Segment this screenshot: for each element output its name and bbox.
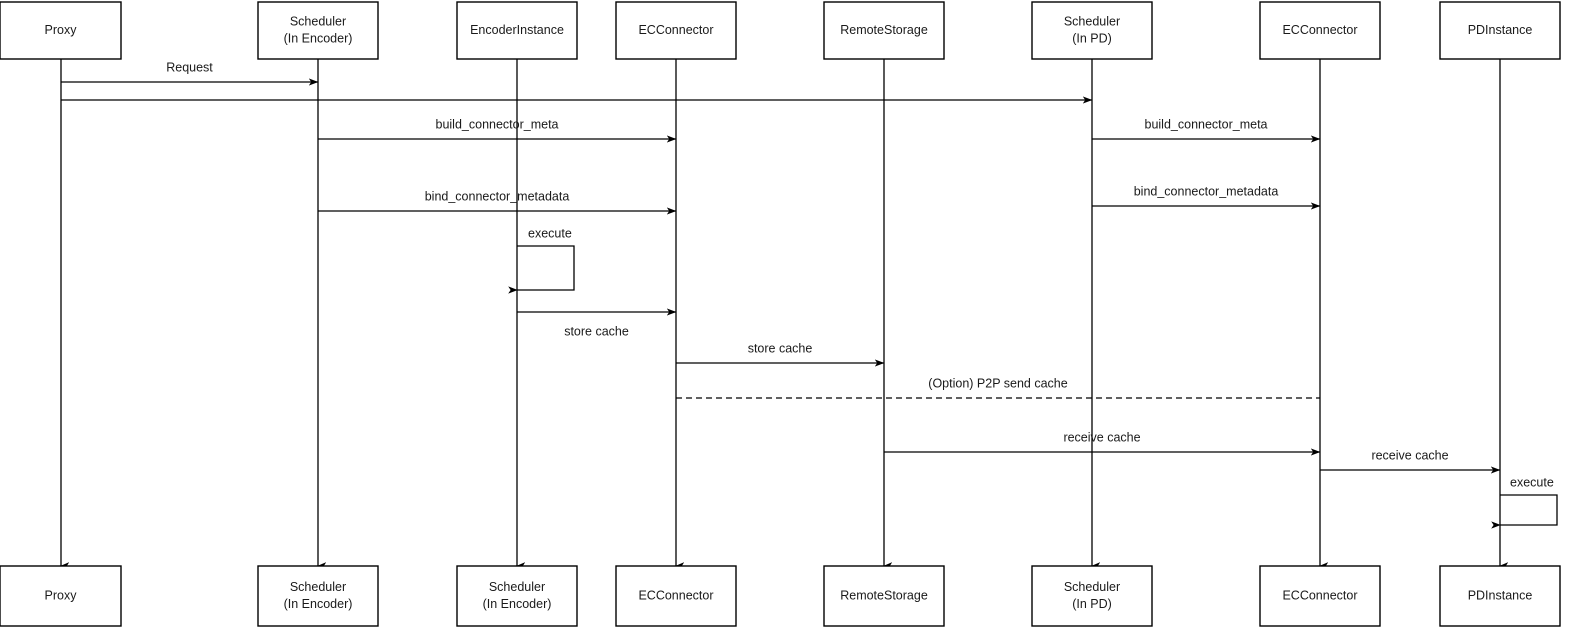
participant-bottom-ec-connector-encoder[interactable]: ECConnector [615,565,737,627]
participant-label: (In PD) [1072,597,1112,611]
participant-box-rect [0,565,122,627]
participant-boxes-bottom: Proxy Scheduler (In Encoder) Scheduler (In E… [0,565,1561,627]
self-message-execute-pd[interactable]: execute [1491,475,1558,529]
participant-label: PDInstance [1468,588,1533,602]
participant-boxes-top: Proxy Scheduler (In Encoder) EncoderInstanc… [0,1,1561,60]
participant-label: ECConnector [1282,23,1357,37]
participant-bottom-remote-storage[interactable]: RemoteStorage [823,565,945,627]
participant-box-rect [1259,1,1381,60]
message-build-connector-meta-pd[interactable]: build_connector_meta [1092,117,1321,143]
participant-box-rect [1439,565,1561,627]
participant-top-ec-connector-encoder[interactable]: ECConnector [615,1,737,60]
participant-label: (In Encoder) [483,597,552,611]
message-label: bind_connector_metadata [1134,184,1279,198]
participant-label: ECConnector [638,588,713,602]
message-bind-connector-metadata-pd[interactable]: bind_connector_metadata [1092,184,1321,210]
participant-box-rect [1439,1,1561,60]
participant-bottom-ec-connector-pd[interactable]: ECConnector [1259,565,1381,627]
participant-box-rect [1259,565,1381,627]
participant-top-remote-storage[interactable]: RemoteStorage [823,1,945,60]
participant-top-scheduler-in-encoder[interactable]: Scheduler (In Encoder) [257,1,379,60]
participant-bottom-proxy[interactable]: Proxy [0,565,122,627]
participant-label: RemoteStorage [840,588,928,602]
participant-top-pd-instance[interactable]: PDInstance [1439,1,1561,60]
participant-label: Scheduler [1064,580,1120,594]
participant-label: Scheduler [290,580,346,594]
participant-label: Proxy [45,588,78,602]
self-message-label: execute [528,226,572,240]
message-label: receive cache [1063,430,1140,444]
self-message-execute-encoder[interactable]: execute [508,226,575,294]
message-request[interactable]: Request [61,60,319,86]
participant-top-encoder-instance[interactable]: EncoderInstance [456,1,578,60]
self-message-path [508,245,575,294]
participant-bottom-scheduler-in-pd[interactable]: Scheduler (In PD) [1031,565,1153,627]
message-p2p-send-cache[interactable]: (Option) P2P send cache [676,376,1320,399]
participant-box-rect [823,1,945,60]
message-label: bind_connector_metadata [425,189,570,203]
message-label: receive cache [1371,448,1448,462]
participant-box-rect [615,1,737,60]
message-label: store cache [748,341,813,355]
participant-label: ECConnector [1282,588,1357,602]
participant-bottom-scheduler-in-encoder[interactable]: Scheduler (In Encoder) [257,565,379,627]
message-store-cache-connector-to-storage[interactable]: store cache [676,341,885,367]
participant-bottom-pd-instance[interactable]: PDInstance [1439,565,1561,627]
message-label: Request [166,60,213,74]
message-receive-cache-storage-to-scheduler[interactable]: receive cache [884,430,1321,456]
messages-layer: Request build_connector_meta build_connect… [61,60,1501,474]
message-build-connector-meta-encoder[interactable]: build_connector_meta [318,117,677,143]
participant-box-rect [823,565,945,627]
participant-top-proxy[interactable]: Proxy [0,1,122,60]
participant-label: ECConnector [638,23,713,37]
participant-label: Scheduler [489,580,545,594]
message-label: (Option) P2P send cache [928,376,1067,390]
self-message-path [1491,494,1558,529]
message-bind-connector-metadata-encoder[interactable]: bind_connector_metadata [318,189,677,215]
participant-label: (In Encoder) [284,597,353,611]
message-receive-cache-connector-to-pd[interactable]: receive cache [1320,448,1501,474]
participant-label: Proxy [45,23,78,37]
self-messages-layer: execute execute [508,226,1558,529]
participant-top-scheduler-in-pd[interactable]: Scheduler (In PD) [1031,1,1153,60]
message-store-cache-encoder-to-connector[interactable]: store cache [517,308,677,338]
message-label: store cache [564,324,629,338]
participant-box-rect [456,1,578,60]
message-label: build_connector_meta [436,117,559,131]
participant-box-rect [0,1,122,60]
participant-box-rect [1031,1,1153,60]
participant-box-rect [1031,565,1153,627]
participant-label: EncoderInstance [470,23,564,37]
self-message-label: execute [1510,475,1554,489]
participant-box-rect [257,1,379,60]
participant-box-rect [257,565,379,627]
participant-label: RemoteStorage [840,23,928,37]
participant-box-rect [456,565,578,627]
participant-label: PDInstance [1468,23,1533,37]
lifelines-layer [60,59,1509,570]
participant-label: Scheduler [1064,14,1120,28]
participant-top-ec-connector-pd[interactable]: ECConnector [1259,1,1381,60]
participant-bottom-encoder-instance[interactable]: Scheduler (In Encoder) [456,565,578,627]
participant-label: (In PD) [1072,31,1112,45]
participant-box-rect [615,565,737,627]
participant-label: (In Encoder) [284,31,353,45]
participant-label: Scheduler [290,14,346,28]
message-label: build_connector_meta [1145,117,1268,131]
